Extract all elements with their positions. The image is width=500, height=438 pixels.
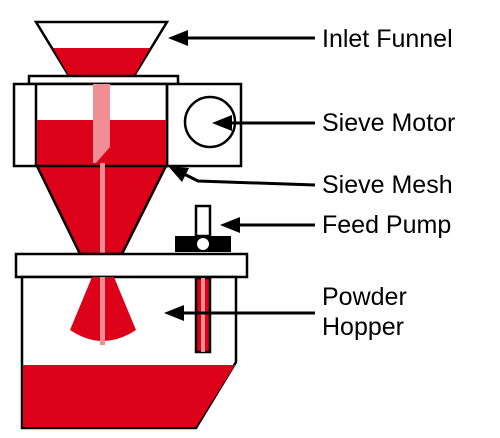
label-sieve-mesh: Sieve Mesh [322, 171, 453, 199]
label-inlet-funnel: Inlet Funnel [322, 25, 453, 53]
arrow-inlet-funnel [168, 30, 315, 46]
funnel-powder [53, 48, 150, 76]
callout-arrows [164, 30, 316, 321]
arrow-sieve-motor [212, 115, 315, 131]
inlet-funnel [33, 20, 170, 78]
feed-pump [175, 204, 231, 354]
stream-thread [100, 163, 105, 254]
hopper-stream-overlay [100, 277, 105, 345]
label-powder-hopper-line1: Powder [322, 283, 407, 311]
hopper-lid [14, 252, 249, 279]
pump-port [197, 238, 209, 250]
label-powder-hopper-line2: Hopper [322, 313, 404, 341]
stream-wedge [93, 84, 110, 163]
arrow-sieve-mesh [168, 166, 316, 187]
pump-inlet-pipe [194, 204, 212, 238]
arrow-powder-hopper [164, 305, 315, 321]
hopper-powder-pile [23, 365, 235, 427]
label-feed-pump: Feed Pump [322, 211, 452, 239]
arrow-feed-pump [220, 217, 315, 233]
label-sieve-motor: Sieve Motor [322, 109, 456, 137]
pump-drop-tube-highlight [201, 278, 205, 352]
label-powder-hopper: Powder Hopper [322, 282, 407, 342]
